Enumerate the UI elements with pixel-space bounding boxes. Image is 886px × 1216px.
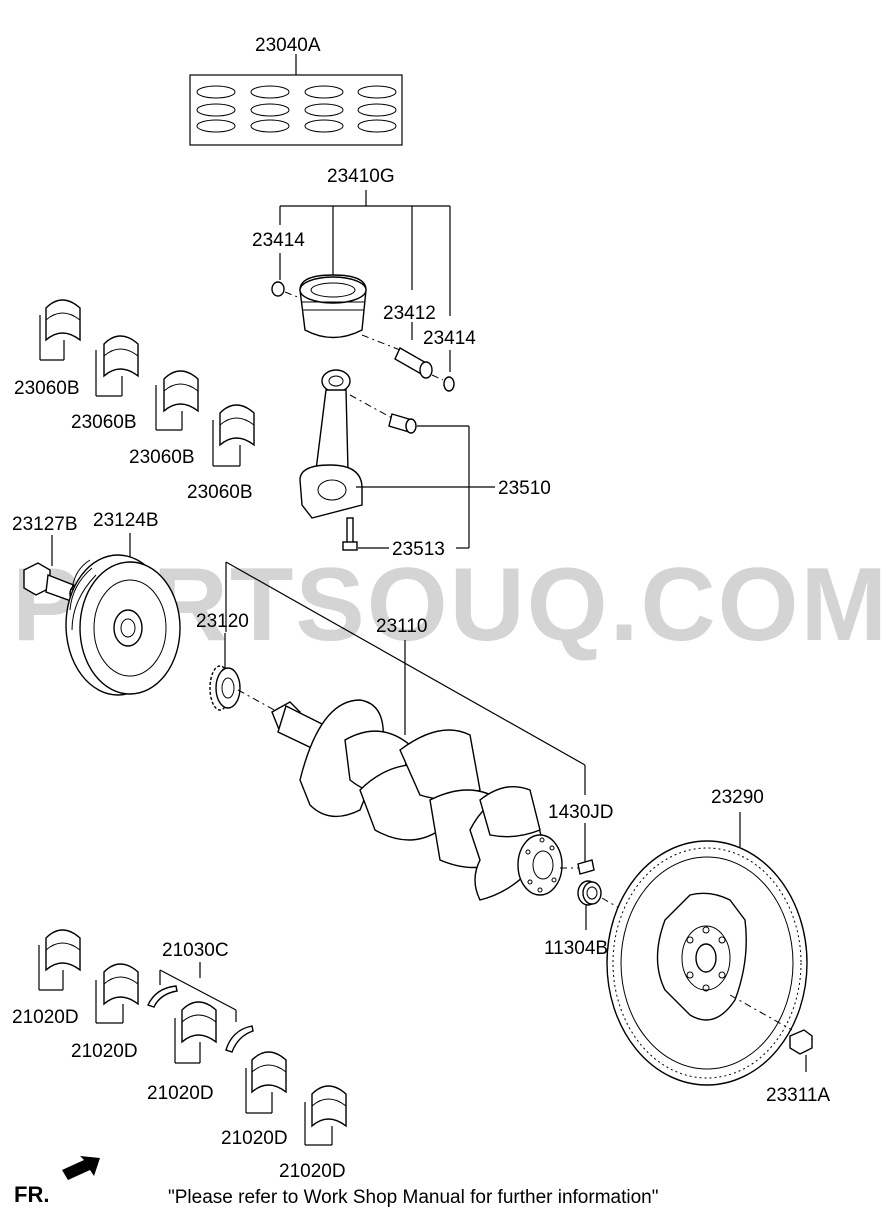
label-piston-assy[interactable]: 23410G — [327, 166, 395, 187]
main-bearing-5[interactable] — [304, 1085, 347, 1146]
sprocket[interactable] — [209, 665, 241, 711]
label-piston-ring-set[interactable]: 23040A — [255, 35, 321, 56]
label-flywheel[interactable]: 23290 — [711, 787, 764, 808]
label-pulley-bolt[interactable]: 23127B — [12, 514, 78, 535]
label-conrod-bearing-3[interactable]: 23060B — [129, 447, 195, 468]
front-arrow-icon — [62, 1156, 100, 1180]
main-bearing-1[interactable] — [38, 929, 81, 991]
piston-leader-lines — [279, 190, 451, 372]
thrust-washer-2[interactable] — [225, 1025, 254, 1053]
label-connecting-rod[interactable]: 23510 — [498, 478, 551, 499]
label-conrod-bolt[interactable]: 23513 — [392, 539, 445, 560]
pin[interactable] — [577, 859, 595, 875]
conrod-leader-lines — [356, 425, 495, 549]
label-thrust-washer[interactable]: 21030C — [162, 940, 229, 961]
label-pin[interactable]: 1430JD — [548, 802, 614, 823]
oil-seal[interactable] — [577, 880, 602, 906]
label-main-bearing-1[interactable]: 21020D — [12, 1007, 79, 1028]
label-damper-pulley[interactable]: 23124B — [93, 510, 159, 531]
label-main-bearing-2[interactable]: 21020D — [71, 1041, 138, 1062]
label-crankshaft[interactable]: 23110 — [376, 616, 427, 637]
piston-pin[interactable] — [394, 347, 433, 379]
piston[interactable] — [299, 274, 367, 339]
conrod-bolt[interactable] — [342, 517, 358, 551]
footer-note: "Please refer to Work Shop Manual for fu… — [168, 1187, 658, 1208]
conrod-bearing-1[interactable] — [39, 299, 81, 361]
crankshaft-leader-lines — [225, 561, 586, 862]
connecting-rod[interactable] — [299, 369, 363, 519]
label-snap-ring-left[interactable]: 23414 — [252, 230, 305, 251]
snap-ring-left[interactable] — [271, 281, 285, 297]
label-main-bearing-4[interactable]: 21020D — [221, 1128, 288, 1149]
label-oil-seal[interactable]: 11304B — [544, 938, 608, 959]
thrust-washer-1[interactable] — [147, 985, 178, 1008]
label-conrod-bearing-4[interactable]: 23060B — [187, 482, 253, 503]
label-main-bearing-5[interactable]: 21020D — [279, 1161, 346, 1182]
label-piston-pin[interactable]: 23412 — [383, 303, 436, 324]
snap-ring-right[interactable] — [443, 376, 455, 392]
conrod-bearing-3[interactable] — [155, 370, 199, 431]
flywheel[interactable] — [606, 840, 808, 1086]
damper-pulley[interactable] — [65, 554, 181, 696]
main-bearing-2[interactable] — [95, 963, 139, 1024]
conrod-bearing-2[interactable] — [95, 335, 139, 397]
label-conrod-bearing-1[interactable]: 23060B — [14, 378, 80, 399]
main-bearing-4[interactable] — [245, 1051, 287, 1114]
flywheel-bolt[interactable] — [789, 1029, 813, 1055]
small-end-bushing[interactable] — [388, 413, 417, 434]
label-sprocket[interactable]: 23120 — [196, 611, 249, 632]
piston-ring-set[interactable] — [189, 54, 403, 146]
label-snap-ring-right[interactable]: 23414 — [423, 328, 476, 349]
main-bearing-3[interactable] — [174, 1001, 217, 1064]
label-main-bearing-3[interactable]: 21020D — [147, 1083, 214, 1104]
front-indicator: FR. — [14, 1182, 49, 1207]
crankshaft[interactable] — [271, 699, 563, 901]
thrust-washer-leader-lines — [159, 962, 237, 1022]
conrod-bearing-4[interactable] — [212, 404, 255, 467]
label-conrod-bearing-2[interactable]: 23060B — [71, 412, 137, 433]
label-flywheel-bolt[interactable]: 23311A — [766, 1085, 830, 1106]
